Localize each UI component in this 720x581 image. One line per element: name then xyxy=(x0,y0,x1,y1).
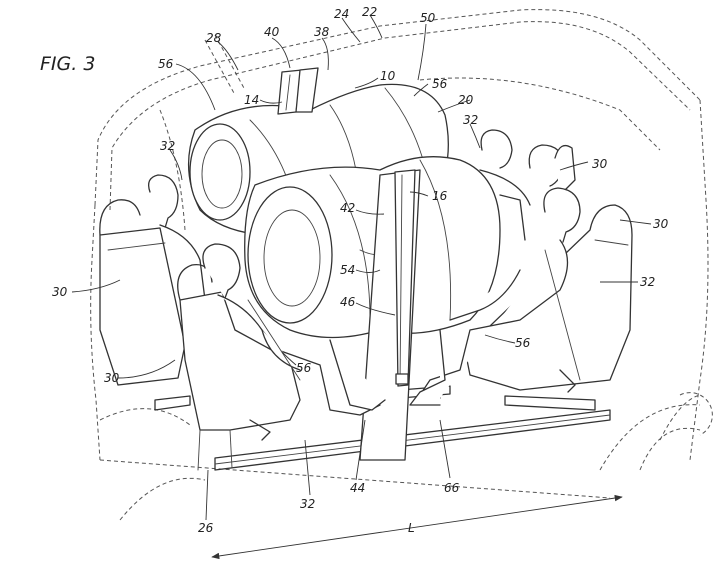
dimension-L-label: L xyxy=(408,521,415,535)
ref-46: 46 xyxy=(340,295,356,309)
ref-10: 10 xyxy=(380,69,396,83)
ref-30-upper-right: 30 xyxy=(592,157,608,171)
ref-32-upper-left: 32 xyxy=(160,139,175,153)
ref-38: 38 xyxy=(314,25,330,39)
left-rear-seat xyxy=(100,200,185,385)
dimension-L-arrow xyxy=(212,497,622,557)
ref-40: 40 xyxy=(264,25,280,39)
ref-66: 66 xyxy=(444,481,460,495)
ref-24: 24 xyxy=(334,7,349,21)
ref-32-bottom: 32 xyxy=(300,497,315,511)
ref-30-right: 30 xyxy=(653,217,669,231)
ref-50: 50 xyxy=(420,11,436,25)
ref-56-top-left: 56 xyxy=(158,57,174,71)
ref-20: 20 xyxy=(458,93,474,107)
ref-56-top-right: 56 xyxy=(432,77,448,91)
ref-16: 16 xyxy=(432,189,448,203)
ref-32-right: 32 xyxy=(640,275,655,289)
ref-22: 22 xyxy=(362,5,377,19)
ref-28: 28 xyxy=(206,31,222,45)
ref-32-upper-right: 32 xyxy=(463,113,478,127)
upper-pillar xyxy=(278,68,318,114)
ref-44: 44 xyxy=(350,481,365,495)
ref-42: 42 xyxy=(340,201,355,215)
figure-title: FIG. 3 xyxy=(40,53,95,75)
ref-30-left: 30 xyxy=(52,285,68,299)
ref-26: 26 xyxy=(198,521,214,535)
ref-56-lower-right: 56 xyxy=(515,336,531,350)
ref-30-lower-left: 30 xyxy=(104,371,120,385)
ref-14: 14 xyxy=(244,93,259,107)
ref-54: 54 xyxy=(340,263,355,277)
ref-56-lower-left: 56 xyxy=(296,361,312,375)
